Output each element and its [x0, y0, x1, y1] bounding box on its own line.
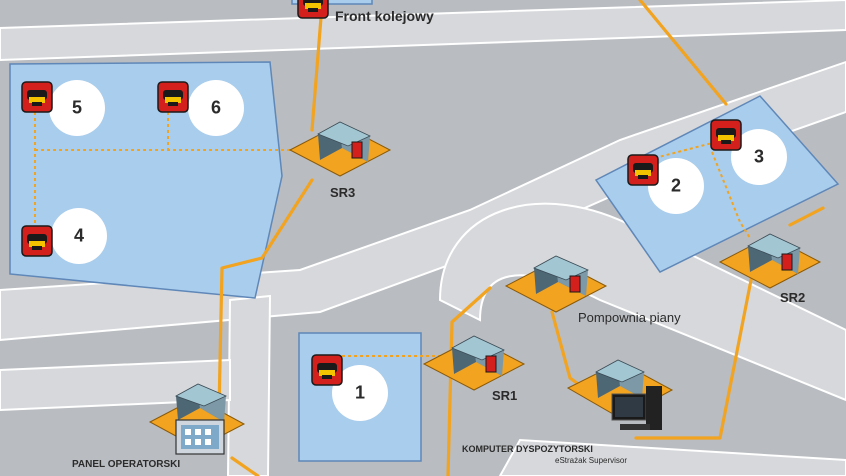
fire-monitor-icon — [627, 154, 659, 186]
cable-sr3-panel — [217, 178, 314, 412]
tank-1 — [332, 365, 388, 421]
label-estrazak-supervisor: eStrażak Supervisor — [555, 456, 628, 465]
label-komputer-dyspozytorski: KOMPUTER DYSPOZYTORSKI — [462, 444, 593, 454]
tanks — [49, 80, 787, 421]
fire-monitor-icon — [21, 81, 53, 113]
substation-building-icon — [485, 355, 497, 373]
cable-front-sr3 — [310, 3, 324, 132]
zone-top — [291, 0, 373, 5]
label-panel-operatorski: PANEL OPERATORSKI — [72, 459, 181, 470]
label-sr3: SR3 — [330, 185, 356, 200]
dotted-cables — [34, 112, 751, 357]
tank-number-4: 4 — [73, 225, 85, 246]
fire-monitor-icon — [21, 225, 53, 257]
tank-number-3: 3 — [753, 146, 765, 167]
tank-3 — [731, 129, 787, 185]
label-sr2: SR2 — [780, 290, 806, 305]
tank-6 — [188, 80, 244, 136]
label-front-kolejowy: Front kolejowy — [335, 8, 434, 24]
operator-panel — [148, 383, 246, 455]
road-top — [0, 0, 846, 62]
dispatcher-station — [566, 359, 674, 430]
fire-monitor-icon — [157, 81, 189, 113]
cable-pump-south — [446, 286, 492, 476]
cable-panel-bottom — [230, 456, 260, 476]
substation-sr3 — [288, 121, 392, 177]
tank-4 — [51, 208, 107, 264]
fire-monitor-icon — [311, 354, 343, 386]
tank-5 — [49, 80, 105, 136]
road-vertical — [226, 294, 272, 476]
fire-monitor-icon — [297, 0, 329, 19]
label-sr1: SR1 — [492, 388, 518, 403]
substation-sr2 — [718, 233, 822, 289]
cable-top-east — [638, 0, 728, 106]
dot-3-sr2 — [711, 151, 751, 239]
cable-east-sr2 — [788, 206, 825, 227]
dispatcher-computer-icon — [611, 386, 662, 430]
substation-building-icon — [781, 253, 793, 271]
pump-house — [504, 255, 608, 313]
tank-2 — [648, 158, 704, 214]
label-pompownia-piany: Pompownia piany — [578, 310, 681, 325]
road-left — [0, 358, 231, 412]
road-diagonal — [0, 60, 846, 342]
fire-monitor-icon — [710, 119, 742, 151]
tank-number-2: 2 — [670, 175, 682, 196]
tank-number-5: 5 — [71, 97, 83, 118]
substation-building-icon — [351, 141, 363, 159]
tank-number-6: 6 — [210, 97, 222, 118]
dot-2-3 — [654, 141, 717, 159]
tank-number-1: 1 — [354, 382, 366, 403]
pump-house-icon — [569, 275, 581, 293]
operator-panel-icon — [175, 419, 225, 455]
cable-sr2-computer — [634, 273, 754, 440]
road-bottom — [498, 438, 846, 476]
substation-sr1 — [422, 335, 526, 391]
